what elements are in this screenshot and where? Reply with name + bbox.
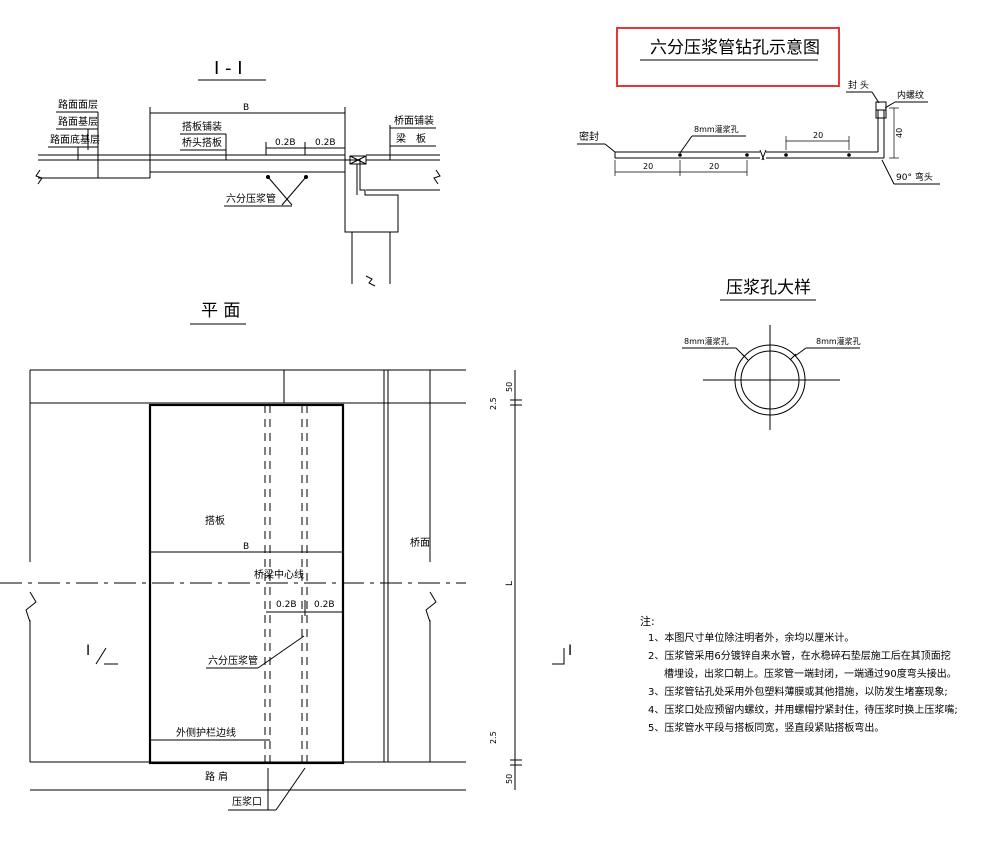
dim-20-a: 20 xyxy=(643,162,653,171)
hole-right-label: 8mm灌浆孔 xyxy=(816,336,861,346)
pipe-outer-circle xyxy=(734,344,806,416)
note-1: 1、本图尺寸单位除注明者外，余均以厘米计。 xyxy=(648,631,854,644)
grout-outlet-label: 压浆口 xyxy=(232,795,262,808)
elbow-label: 90° 弯头 xyxy=(896,171,933,183)
note-5: 5、压浆管水平段与搭板同宽，竖直段紧贴搭板弯出。 xyxy=(648,721,884,734)
plan-dim-b: B xyxy=(243,542,249,552)
hole-title: 压浆孔大样 xyxy=(726,278,811,298)
road-base-label: 路面基层 xyxy=(58,115,98,128)
plan-dim-02b-right: 0.2B xyxy=(314,600,335,610)
dim-50-bottom: 50 xyxy=(505,774,514,784)
dim-20-b: 20 xyxy=(709,162,719,171)
centerline-label: 桥梁中心线 xyxy=(254,568,304,581)
hole-left-label: 8mm灌浆孔 xyxy=(684,336,729,346)
inner-thread-label: 内螺纹 xyxy=(897,89,924,101)
pipe-title: 六分压浆管钻孔示意图 xyxy=(650,38,820,58)
pipe-diagram: 六分压浆管钻孔示意图 密封 8mm灌浆孔 20 20 20 xyxy=(577,27,940,185)
plan-dim-02b-left: 0.2B xyxy=(276,600,297,610)
road-surface-label: 路面面层 xyxy=(58,98,98,111)
dim-25-bottom: 2.5 xyxy=(489,731,498,744)
guardrail-edge-label: 外侧护栏边线 xyxy=(176,726,236,739)
dim-40: 40 xyxy=(895,128,904,138)
section-dim-02b-right: 0.2B xyxy=(315,138,336,148)
bridge-paving-label: 桥面铺装 xyxy=(394,114,434,127)
plan-grout-pipe-label: 六分压浆管 xyxy=(208,654,258,667)
pipe-inner-circle xyxy=(740,350,800,410)
dim-20-c: 20 xyxy=(813,131,823,140)
note-2: 2、压浆管采用6分镀锌自来水管，在水稳碎石垫层施工后在其顶面挖 xyxy=(648,649,951,662)
note-4: 4、压浆口处应预留内螺纹，并用螺帽拧紧封住，待压浆时换上压浆嘴; xyxy=(648,703,958,716)
beam-slab-label: 梁 板 xyxy=(396,132,426,145)
plan-view: 平 面 搭板 桥面 B 桥梁中心线 0.2B 0.2B xyxy=(0,301,572,811)
dim-l: L xyxy=(505,581,515,586)
section-mark-left: I xyxy=(86,643,90,659)
pipe-title-highlight xyxy=(616,27,840,87)
section-grout-pipe-label: 六分压浆管 xyxy=(226,192,276,205)
notes-heading: 注: xyxy=(640,614,655,628)
plan-title: 平 面 xyxy=(201,301,240,321)
section-dim-02b-left: 0.2B xyxy=(275,138,296,148)
seal-label: 密封 xyxy=(579,130,599,143)
section-dim-b: B xyxy=(243,103,249,113)
cap-label: 封 头 xyxy=(848,79,869,91)
section-view: I - I 路面面层 路面基层 路面底基层 B 搭板铺装 桥头搭板 xyxy=(35,58,441,287)
bridge-deck-label: 桥面 xyxy=(410,537,430,549)
approach-slab-outline xyxy=(148,403,345,765)
dim-25-top: 2.5 xyxy=(489,397,498,410)
note-3: 3、压浆管钻孔处采用外包塑料薄膜或其他措施，以防发生堵塞现象; xyxy=(648,685,948,698)
dim-50-top: 50 xyxy=(505,382,514,392)
slab-paving-label: 搭板铺装 xyxy=(182,120,222,133)
notes: 注: 1、本图尺寸单位除注明者外，余均以厘米计。 2、压浆管采用6分镀锌自来水管… xyxy=(640,614,958,734)
plan-slab-label: 搭板 xyxy=(205,514,225,527)
hole-8mm-label: 8mm灌浆孔 xyxy=(694,124,739,134)
approach-slab-label: 桥头搭板 xyxy=(182,136,222,149)
shoulder-label: 路 肩 xyxy=(205,770,228,783)
note-2b: 槽埋设，出浆口朝上。压浆管一端封闭，一端通过90度弯头接出。 xyxy=(664,667,957,680)
section-mark-right: I xyxy=(568,643,572,659)
hole-detail: 压浆孔大样 8mm灌浆孔 8mm灌浆孔 xyxy=(682,278,861,430)
road-subbase-label: 路面底基层 xyxy=(50,133,100,146)
section-title: I - I xyxy=(214,58,243,79)
